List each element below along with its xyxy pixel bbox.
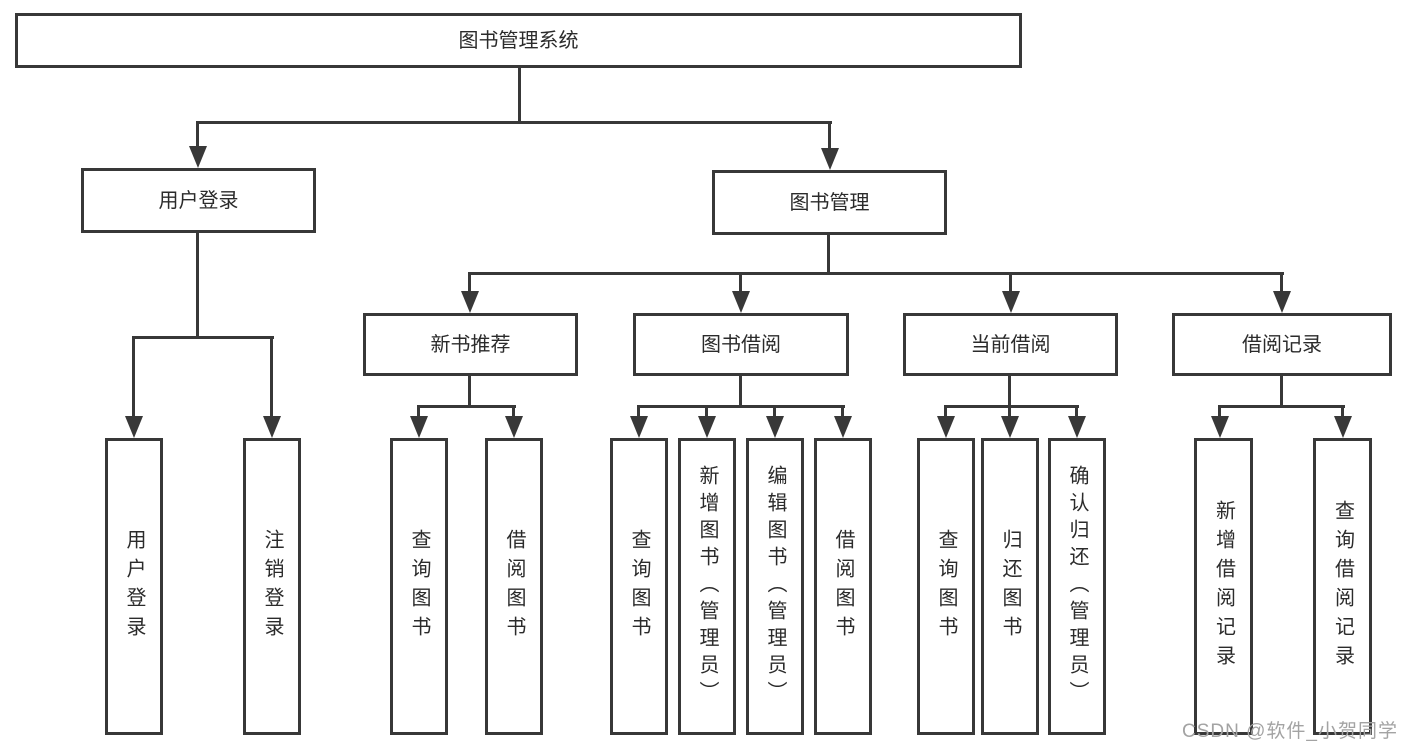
- connector-stem-leaf6: [705, 405, 708, 418]
- connector-stem-leaf13: [1341, 405, 1344, 418]
- connector-stem-borrow-records: [1280, 272, 1283, 293]
- connector-root-branch: [196, 121, 832, 124]
- connector-stem-leaf11: [1075, 405, 1078, 418]
- leaf-confirm-return-admin: 确认归还（管理员）: [1048, 438, 1106, 735]
- node-book-management: 图书管理: [712, 170, 947, 235]
- connector-stem-user-login: [196, 121, 199, 149]
- arrowhead-user-login: [189, 146, 207, 168]
- connector-stem-leaf5: [637, 405, 640, 418]
- arrowhead-leaf10: [1001, 416, 1019, 438]
- connector-stem-current-borrow: [1009, 272, 1012, 293]
- leaf-logout: 注销登录: [243, 438, 301, 735]
- leaf-query-books-current: 查询图书: [917, 438, 975, 735]
- leaf-query-books-recommend: 查询图书: [390, 438, 448, 735]
- leaf-edit-books-admin: 编辑图书（管理员）: [746, 438, 804, 735]
- node-user-login: 用户登录: [81, 168, 316, 233]
- leaf-query-borrow-record: 查询借阅记录: [1313, 438, 1372, 735]
- connector-borrow-records-trunk: [1280, 376, 1283, 405]
- connector-book-borrow-branch: [637, 405, 845, 408]
- connector-book-mgmt-trunk: [827, 235, 830, 272]
- arrowhead-new-book-rec: [461, 291, 479, 313]
- arrowhead-current-borrow: [1002, 291, 1020, 313]
- connector-root-trunk: [518, 68, 521, 121]
- csdn-watermark: CSDN @软件_小贺同学: [1182, 721, 1398, 742]
- connector-stem-leaf2: [270, 336, 273, 418]
- arrowhead-leaf8: [834, 416, 852, 438]
- arrowhead-leaf3: [410, 416, 428, 438]
- connector-stem-leaf1: [132, 336, 135, 418]
- arrowhead-leaf12: [1211, 416, 1229, 438]
- connector-stem-leaf7: [773, 405, 776, 418]
- leaf-borrow-books-recommend: 借阅图书: [485, 438, 543, 735]
- connector-stem-leaf3: [417, 405, 420, 418]
- arrowhead-leaf1: [125, 416, 143, 438]
- arrowhead-leaf4: [505, 416, 523, 438]
- leaf-borrow-books: 借阅图书: [814, 438, 872, 735]
- connector-book-borrow-trunk: [739, 376, 742, 405]
- arrowhead-leaf9: [937, 416, 955, 438]
- connector-stem-leaf12: [1218, 405, 1221, 418]
- connector-stem-leaf9: [944, 405, 947, 418]
- connector-book-mgmt-branch: [468, 272, 1284, 275]
- leaf-user-login: 用户登录: [105, 438, 163, 735]
- connector-stem-leaf4: [512, 405, 515, 418]
- arrowhead-book-borrow: [732, 291, 750, 313]
- arrowhead-leaf13: [1334, 416, 1352, 438]
- node-library-management-system: 图书管理系统: [15, 13, 1022, 68]
- arrowhead-leaf7: [766, 416, 784, 438]
- arrowhead-borrow-records: [1273, 291, 1291, 313]
- leaf-return-books: 归还图书: [981, 438, 1039, 735]
- connector-stem-book-mgmt: [828, 121, 831, 151]
- connector-current-borrow-branch: [944, 405, 1079, 408]
- arrowhead-book-mgmt: [821, 148, 839, 170]
- node-book-borrowing: 图书借阅: [633, 313, 849, 376]
- arrowhead-leaf2: [263, 416, 281, 438]
- connector-user-login-branch: [132, 336, 274, 339]
- connector-new-book-rec-branch: [417, 405, 516, 408]
- arrowhead-leaf5: [630, 416, 648, 438]
- node-borrowing-records: 借阅记录: [1172, 313, 1392, 376]
- leaf-add-borrow-record: 新增借阅记录: [1194, 438, 1253, 735]
- connector-stem-book-borrow: [739, 272, 742, 293]
- connector-stem-leaf10: [1008, 405, 1011, 418]
- connector-user-login-trunk: [196, 233, 199, 336]
- leaf-add-books-admin: 新增图书（管理员）: [678, 438, 736, 735]
- node-new-book-recommend: 新书推荐: [363, 313, 578, 376]
- connector-current-borrow-trunk: [1008, 376, 1011, 405]
- node-current-borrowing: 当前借阅: [903, 313, 1118, 376]
- connector-stem-leaf8: [841, 405, 844, 418]
- leaf-query-books-borrowing: 查询图书: [610, 438, 668, 735]
- connector-new-book-rec-trunk: [468, 376, 471, 405]
- arrowhead-leaf11: [1068, 416, 1086, 438]
- connector-borrow-records-branch: [1218, 405, 1345, 408]
- arrowhead-leaf6: [698, 416, 716, 438]
- connector-stem-new-book-rec: [468, 272, 471, 293]
